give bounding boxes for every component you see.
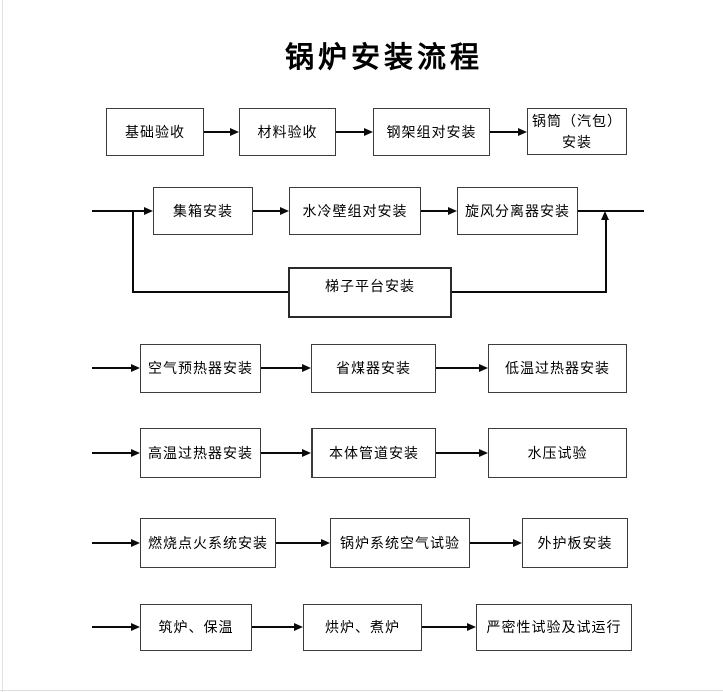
node-low-temp-superheater-installation: 低温过热器安装 <box>488 344 627 393</box>
arrowhead-row6-entry <box>131 623 140 631</box>
arrow-steel-frame-to-drum <box>490 131 518 133</box>
node-label: 空气预热器安装 <box>148 360 253 376</box>
node-boiler-air-test: 锅炉系统空气试验 <box>330 518 470 568</box>
page-edge-bottom <box>0 690 723 691</box>
node-label: 燃烧点火系统安装 <box>148 534 268 551</box>
node-header-installation: 集箱安装 <box>153 187 253 235</box>
node-drum-installation: 锅筒（汽包） 安装 <box>527 108 627 155</box>
node-label: 旋风分离器安装 <box>465 202 570 219</box>
arrow-economizer-to-low-temp <box>436 367 479 369</box>
arrowhead-air-test-to-casing <box>513 539 522 547</box>
line-row4-entry <box>92 452 131 454</box>
arrowhead-row5-entry <box>131 539 140 547</box>
arrowhead-material-to-steel-frame <box>364 128 373 136</box>
node-ladder-platform-installation: 梯子平台安装 <box>288 267 452 318</box>
page-title: 锅炉安装流程 <box>284 42 484 74</box>
node-label: 烘炉、煮炉 <box>325 619 400 635</box>
node-air-preheater-installation: 空气预热器安装 <box>140 344 261 393</box>
node-label: 严密性试验及试运行 <box>486 619 622 635</box>
line-row5-entry <box>92 542 131 544</box>
node-tightness-test-trial-run: 严密性试验及试运行 <box>476 604 632 651</box>
node-label: 锅炉系统空气试验 <box>340 534 460 551</box>
node-body-piping-installation: 本体管道安装 <box>311 428 436 478</box>
arrow-water-wall-to-cyclone <box>421 210 448 212</box>
node-label: 外护板安装 <box>537 534 613 551</box>
arrowhead-high-temp-to-body-piping <box>302 449 311 457</box>
node-label: 省煤器安装 <box>336 360 411 376</box>
node-furnace-masonry-insulation: 筑炉、保温 <box>140 604 252 651</box>
line-row2-exit <box>578 210 644 212</box>
arrow-air-test-to-casing <box>470 542 513 544</box>
node-water-wall-assembly: 水冷壁组对安装 <box>289 187 421 235</box>
node-foundation-acceptance: 基础验收 <box>106 108 204 156</box>
arrowhead-row4-entry <box>131 449 140 457</box>
arrow-material-to-steel-frame <box>336 131 364 133</box>
node-furnace-drying-boiling: 烘炉、煮炉 <box>303 604 422 651</box>
node-steel-frame-assembly: 钢架组对安装 <box>373 108 490 156</box>
node-material-acceptance: 材料验收 <box>239 108 336 156</box>
node-label: 梯子平台安装 <box>325 278 415 294</box>
arrow-drying-to-tightness-test <box>422 626 467 628</box>
arrowhead-body-piping-to-hydro-test <box>479 449 488 457</box>
arrow-ignition-to-air-test <box>276 542 321 544</box>
node-label: 锅筒（汽包） 安装 <box>532 112 622 150</box>
node-economizer-installation: 省煤器安装 <box>311 344 436 393</box>
arrowhead-economizer-to-low-temp <box>479 364 488 372</box>
node-outer-casing-installation: 外护板安装 <box>522 518 628 568</box>
node-label: 高温过热器安装 <box>148 444 253 461</box>
page-edge-left <box>2 0 3 692</box>
arrow-high-temp-to-body-piping <box>261 452 302 454</box>
arrowhead-row3-entry <box>131 364 140 372</box>
arrowhead-header-to-water-wall <box>280 207 289 215</box>
node-label: 基础验收 <box>125 123 185 140</box>
arrow-air-preheater-to-economizer <box>261 367 302 369</box>
line-ladder-riser-up <box>605 220 607 293</box>
arrowhead-foundation-to-material <box>230 128 239 136</box>
arrowhead-water-wall-to-cyclone <box>448 207 457 215</box>
node-label: 水冷壁组对安装 <box>302 202 408 219</box>
node-hydraulic-pressure-test: 水压试验 <box>488 428 627 478</box>
arrowhead-drying-to-tightness-test <box>467 623 476 631</box>
node-label: 材料验收 <box>257 123 318 140</box>
arrow-body-piping-to-hydro-test <box>436 452 479 454</box>
line-row3-entry <box>92 367 131 369</box>
arrowhead-ladder-to-exit <box>601 211 609 220</box>
arrow-masonry-to-drying <box>252 626 294 628</box>
arrowhead-row2-entry <box>144 207 153 215</box>
line-row2-entry <box>92 210 144 212</box>
arrow-foundation-to-material <box>204 131 230 133</box>
node-high-temp-superheater-installation: 高温过热器安装 <box>140 428 261 478</box>
node-label: 钢架组对安装 <box>386 123 477 140</box>
arrowhead-steel-frame-to-drum <box>518 128 527 136</box>
line-branch-to-ladder <box>132 291 288 293</box>
node-cyclone-separator-installation: 旋风分离器安装 <box>457 187 578 235</box>
node-label: 筑炉、保温 <box>158 619 234 635</box>
node-label: 本体管道安装 <box>329 444 419 461</box>
arrowhead-air-preheater-to-economizer <box>302 364 311 372</box>
line-ladder-to-riser <box>452 291 607 293</box>
line-ladder-branch-down <box>132 211 134 293</box>
node-label: 集箱安装 <box>173 202 233 219</box>
node-label: 低温过热器安装 <box>505 360 610 376</box>
node-ignition-system-installation: 燃烧点火系统安装 <box>140 518 276 568</box>
arrowhead-masonry-to-drying <box>294 623 303 631</box>
node-label: 水压试验 <box>527 444 588 461</box>
arrowhead-ignition-to-air-test <box>321 539 330 547</box>
line-row6-entry <box>92 626 131 628</box>
arrow-header-to-water-wall <box>253 210 280 212</box>
